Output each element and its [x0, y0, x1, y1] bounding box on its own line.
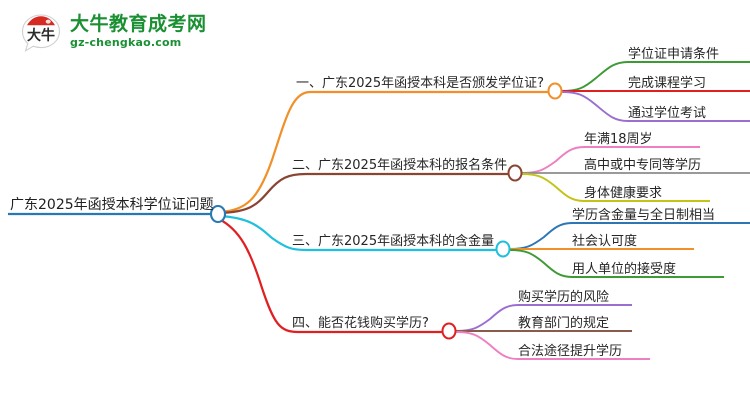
branch-2-child-1-connector	[521, 146, 585, 174]
branch-4-connector	[218, 218, 299, 334]
branch-3-child-3-connector	[509, 249, 573, 278]
branch-2-child-2-label[interactable]: 高中或中专同等学历	[584, 158, 702, 173]
branch-3-label[interactable]: 三、广东2025年函授本科的含金量	[292, 234, 495, 249]
branch-1-child-3-connector	[561, 91, 629, 122]
branch-1-node-circle[interactable]	[547, 82, 563, 100]
branch-3-child-1-connector	[509, 222, 573, 250]
branch-3-child-2-label[interactable]: 社会认可度	[572, 234, 638, 249]
branch-1-child-1-connector	[561, 61, 629, 92]
branch-4-child-1-label[interactable]: 购买学历的风险	[518, 290, 610, 305]
logo-site-url: gz-chengkao.com	[70, 36, 182, 49]
branch-2-child-3-label[interactable]: 身体健康要求	[584, 186, 663, 201]
branch-1-child-2-label[interactable]: 完成课程学习	[628, 76, 707, 91]
branch-2-child-3-connector	[521, 173, 585, 202]
svg-text:大牛: 大牛	[27, 27, 55, 44]
site-logo: 大牛 大牛教育成考网 gz-chengkao.com	[18, 10, 218, 60]
branch-4-label[interactable]: 四、能否花钱购买学历?	[292, 316, 429, 331]
branch-4-child-3-connector	[455, 331, 519, 360]
branch-3-child-1-label[interactable]: 学历含金量与全日制相当	[572, 208, 716, 223]
branch-4-node-circle[interactable]	[441, 322, 457, 340]
branch-1-child-1-label[interactable]: 学位证申请条件	[628, 47, 720, 62]
branch-1-child-3-label[interactable]: 通过学位考试	[628, 106, 707, 121]
logo-brand-name: 大牛教育成考网	[70, 13, 207, 35]
branch-4-child-2-label[interactable]: 教育部门的规定	[518, 316, 610, 331]
logo-text-group: 大牛教育成考网 gz-chengkao.com	[70, 13, 220, 50]
branch-4-child-1-connector	[455, 304, 519, 332]
branch-2-child-1-label[interactable]: 年满18周岁	[584, 132, 653, 147]
branch-2-node-circle[interactable]	[507, 164, 523, 182]
branch-3-node-circle[interactable]	[495, 240, 511, 258]
branch-4-child-3-label[interactable]: 合法途径提升学历	[518, 344, 623, 359]
root-topic-label[interactable]: 广东2025年函授本科学位证问题	[10, 197, 214, 213]
daniu-logo-icon: 大牛	[21, 14, 61, 53]
branch-2-label[interactable]: 二、广东2025年函授本科的报名条件	[292, 158, 508, 173]
branch-2-connector	[219, 172, 307, 215]
branch-3-child-3-label[interactable]: 用人单位的接受度	[572, 262, 677, 277]
branch-1-label[interactable]: 一、广东2025年函授本科是否颁发学位证?	[296, 76, 544, 91]
branch-3-connector	[219, 214, 307, 252]
branch-1-connector	[219, 90, 311, 214]
root-node-circle[interactable]	[209, 204, 227, 224]
